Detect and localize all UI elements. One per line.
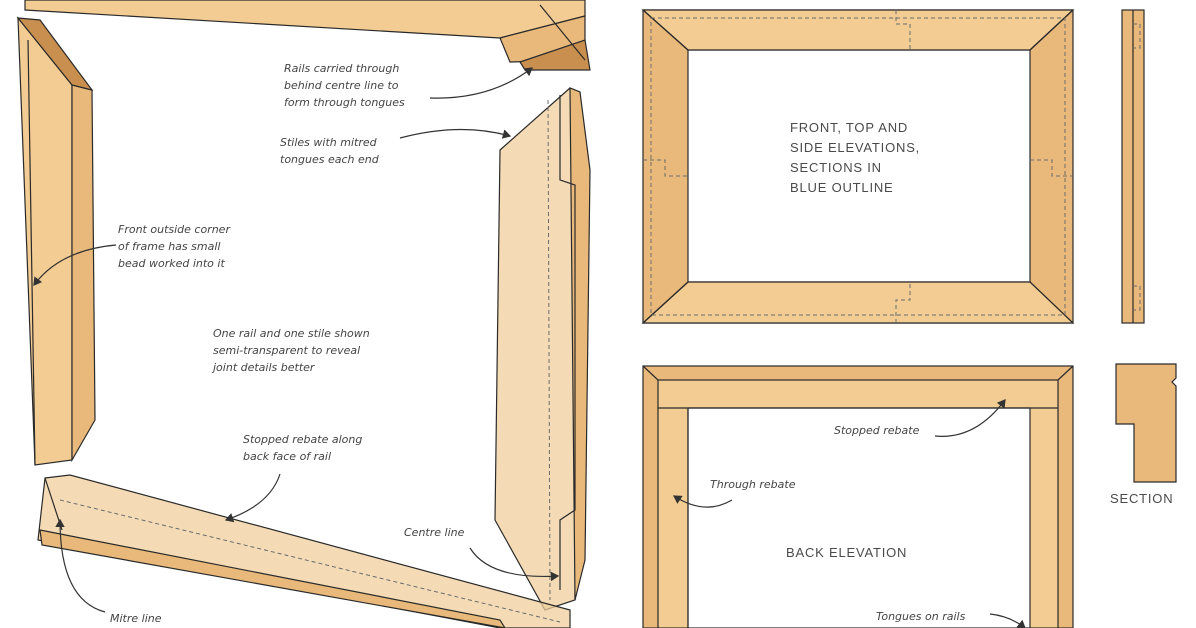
caption-line: BLUE OUTLINE [790,180,894,195]
annotation-line: Rails carried through [284,62,399,75]
top-rail [24,0,591,71]
arrow [672,495,733,508]
arrow [429,67,533,99]
caption-line: SECTIONS IN [790,160,882,175]
arrow [989,613,1026,628]
section-profile: SECTION [1110,363,1177,506]
side-elevation [1121,9,1145,324]
annotation-line: back face of rail [243,450,331,463]
arrow [33,244,117,286]
annotation-stiles-mitred: Stiles with mitred tongues each end [280,128,512,166]
annotation-mitre-line: Mitre line [55,518,162,625]
annotation-line: Centre line [404,526,465,539]
front-elevation: FRONT, TOP AND SIDE ELEVATIONS, SECTIONS… [641,9,1075,324]
arrow [469,547,560,582]
annotation-line: Stiles with mitred [280,136,378,149]
annotation-centre-line: Centre line [404,526,560,582]
annotation-line: tongues each end [280,153,380,166]
annotation-line: Stopped rebate along [243,433,362,446]
bottom-rail [37,474,571,628]
caption-back-elevation: BACK ELEVATION [786,545,907,560]
annotation-stopped-rebate-rail: Stopped rebate along back face of rail [224,433,362,523]
annotation-line: form through tongues [284,96,405,109]
annotation-line: bead worked into it [118,257,225,270]
caption-line: FRONT, TOP AND [790,120,908,135]
annotation-semi-transparent: One rail and one stile shown semi-transp… [211,327,370,374]
left-stile [16,16,96,466]
caption-line: SIDE ELEVATIONS, [790,140,920,155]
right-stile [494,87,591,611]
annotation-stopped-rebate: Stopped rebate [834,424,920,437]
caption-section: SECTION [1110,491,1173,506]
annotation-line: joint details better [211,361,316,374]
annotation-through-rebate: Through rebate [710,478,796,491]
exploded-view: Rails carried through behind centre line… [16,0,591,628]
annotation-line: One rail and one stile shown [213,327,370,340]
annotation-line: of frame has small [118,240,220,253]
arrow [224,473,281,523]
arrow [55,518,106,613]
annotation-line: Front outside corner [118,223,231,236]
annotation-line: behind centre line to [284,79,399,92]
annotation-tongues-on-rails: Tongues on rails [876,610,966,623]
back-elevation: BACK ELEVATION Stopped rebate Through re… [642,365,1074,628]
annotation-rails-carried: Rails carried through behind centre line… [284,62,533,109]
annotation-line: semi-transparent to reveal [213,344,360,357]
annotation-line: Mitre line [110,612,162,625]
arrow [934,399,1006,437]
annotation-front-corner: Front outside corner of frame has small … [33,223,231,286]
arrow [399,128,512,139]
